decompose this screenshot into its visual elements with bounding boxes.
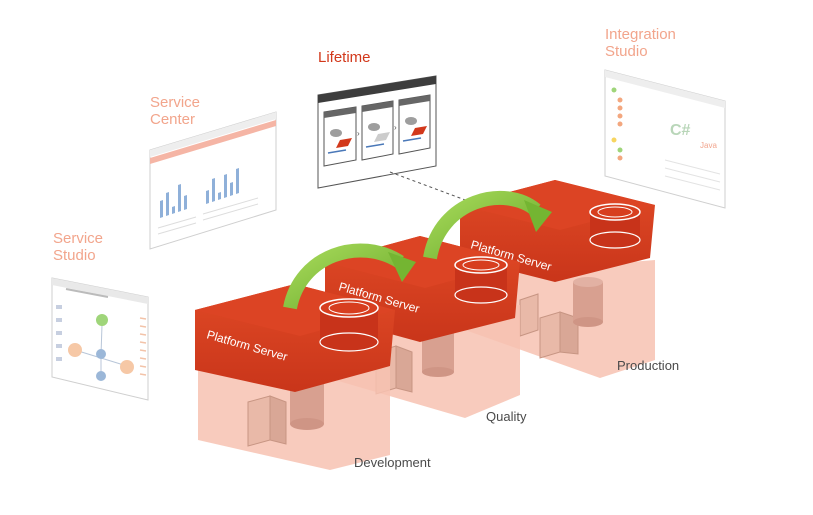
flow-node-icon (120, 360, 134, 374)
service-studio-label-line2: Studio (53, 247, 96, 265)
deploy-arrow-dev-to-quality (283, 243, 416, 310)
start-node-icon (96, 314, 108, 326)
environment-development: Platform Server (195, 284, 395, 470)
service-studio-window (51, 277, 149, 401)
database-icon (573, 277, 603, 327)
flow-node-icon (68, 343, 82, 357)
svg-text:›: › (394, 123, 397, 132)
integration-studio-label-line1: Integration (605, 26, 676, 43)
service-center-label-line2: Center (150, 111, 196, 129)
lifetime-connector (389, 171, 477, 205)
database-icon (319, 298, 379, 352)
integration-tree (611, 87, 623, 161)
java-icon: Java (700, 141, 717, 150)
service-center-label-line1: Service (150, 94, 201, 111)
service-center-window (149, 111, 277, 250)
environment-label-quality: Quality (486, 409, 527, 424)
database-icon (589, 203, 641, 249)
svg-text:›: › (357, 129, 360, 138)
integration-studio-label: Integration Studio (605, 26, 676, 61)
studio-flow-graph (68, 314, 134, 381)
csharp-icon: C# (670, 122, 691, 139)
lifetime-label-text: Lifetime (318, 49, 371, 66)
end-node-icon (96, 371, 106, 381)
integration-studio-label-line2: Studio (605, 43, 648, 61)
service-center-label: Service Center (150, 94, 200, 129)
server-tower-icon (247, 395, 287, 447)
environment-label-production: Production (617, 358, 680, 373)
deploy-arrow-quality-to-production (423, 190, 552, 260)
integration-studio-window: C# Java (604, 69, 726, 209)
service-center-bar-chart (160, 168, 239, 218)
database-icon (454, 256, 508, 304)
lifetime-window: › › (317, 75, 437, 189)
environment-label-development: Development (354, 455, 431, 470)
service-studio-label: Service Studio (53, 230, 103, 265)
flow-node-icon (96, 349, 106, 359)
lifetime-label: Lifetime (318, 49, 371, 66)
service-studio-label-line1: Service (53, 230, 104, 247)
